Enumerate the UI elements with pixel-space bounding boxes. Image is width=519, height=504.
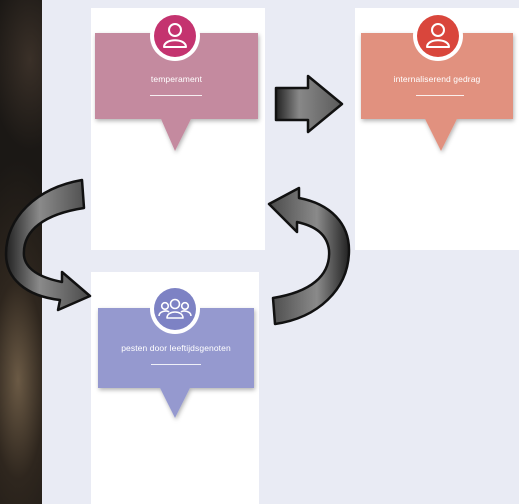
node-pesten-divider [151,364,201,365]
node-temperament: temperament [95,33,258,153]
group-icon [149,283,201,335]
node-pesten: pesten door leeftijdsgenoten [98,308,254,420]
edge-pesten-to-temperament [267,186,351,326]
node-internaliserend-gedrag-shape [361,33,513,151]
node-pesten-shape [98,308,254,418]
node-internaliserend-gedrag: internaliserend gedrag [361,33,513,153]
node-temperament-shape [95,33,258,151]
person-icon [149,10,201,62]
node-internaliserend-gedrag-label: internaliserend gedrag [393,74,481,84]
node-internaliserend-gedrag-divider [416,95,464,96]
node-temperament-label: temperament [150,74,203,84]
node-temperament-divider [150,95,202,96]
edge-temperament-to-internaliserend [274,74,344,134]
node-pesten-label: pesten door leeftijdsgenoten [121,343,231,353]
person-icon [412,10,464,62]
edge-temperament-to-pesten [4,178,92,312]
